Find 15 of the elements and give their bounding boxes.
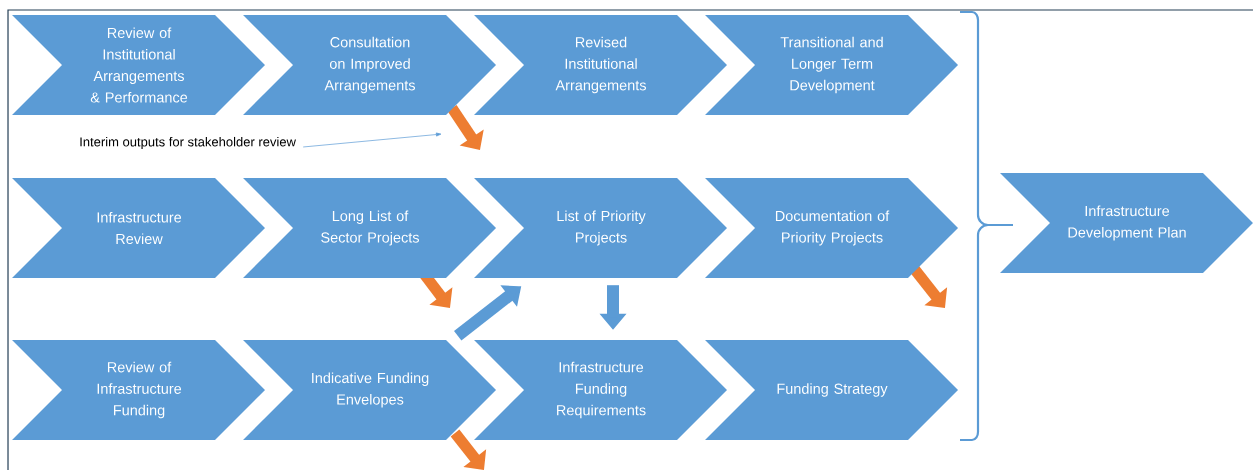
annotation-text: Interim outputs for stakeholder review xyxy=(80,136,296,150)
process-step: Infrastructure Review xyxy=(12,178,265,278)
process-step: Infrastructure Development Plan xyxy=(1000,173,1253,273)
process-step: Review of Institutional Arrangements & Performance xyxy=(12,15,265,115)
process-step: Documentation of Priority Projects xyxy=(705,178,958,278)
process-step: Long List of Sector Projects xyxy=(243,178,496,278)
process-step: Revised Institutional Arrangements xyxy=(474,15,727,115)
process-step: Review of Infrastructure Funding xyxy=(12,340,265,440)
leader-line xyxy=(302,132,442,148)
process-step: Indicative Funding Envelopes xyxy=(243,340,496,440)
process-step: Funding Strategy xyxy=(705,340,958,440)
process-step: List of Priority Projects xyxy=(474,178,727,278)
process-step: Transitional and Longer Term Development xyxy=(705,15,958,115)
process-step: Consultation on Improved Arrangements xyxy=(243,15,496,115)
process-step: Infrastructure Funding Requirements xyxy=(474,340,727,440)
